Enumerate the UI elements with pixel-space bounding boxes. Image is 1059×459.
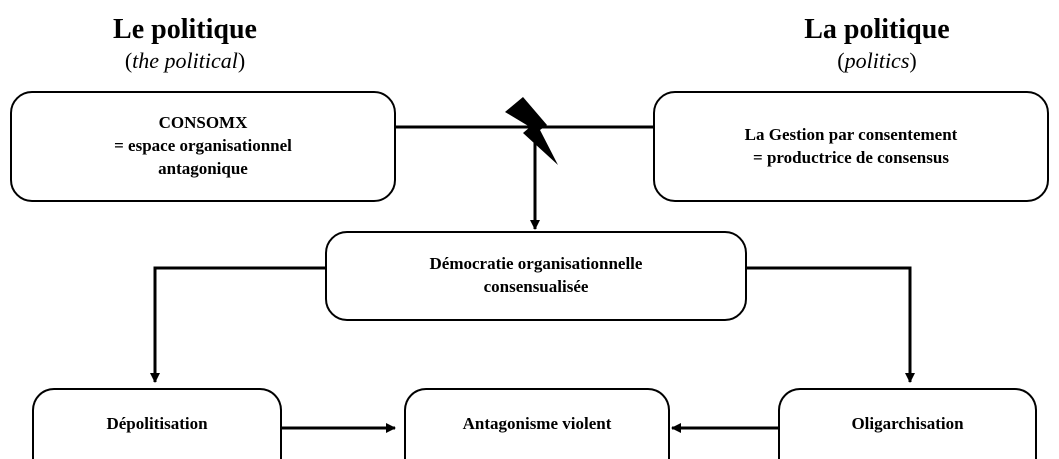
oligarchisation-label: Oligarchisation — [851, 414, 964, 434]
right-heading-title: La politique — [804, 14, 950, 45]
lightning-bolt-icon — [505, 97, 558, 165]
right-heading-english: politics — [844, 48, 910, 74]
gestion-box: La Gestion par consentement = productric… — [653, 91, 1049, 202]
antagonisme-label: Antagonisme violent — [462, 414, 612, 434]
depolitisation-label: Dépolitisation — [106, 414, 208, 434]
left-heading: Le politique (the political) — [80, 14, 290, 73]
consomx-line-3: antagonique — [158, 158, 248, 178]
consomx-line-1: CONSOMX — [158, 113, 248, 133]
gestion-line-2: = productrice de consensus — [753, 147, 949, 167]
democratie-box: Démocratie organisationnelle consensuali… — [325, 231, 747, 321]
gestion-line-1: La Gestion par consentement — [744, 124, 958, 144]
left-branch-arrow — [150, 266, 325, 383]
left-heading-subtitle: (the political) — [124, 48, 246, 74]
consomx-box: CONSOMX = espace organisationnel antagon… — [10, 91, 396, 202]
left-heading-title: Le politique — [113, 14, 257, 45]
democratie-line-2: consensualisée — [483, 277, 589, 296]
oligarchisation-box: Oligarchisation — [778, 388, 1037, 459]
right-heading: La politique (politics) — [772, 14, 982, 73]
right-heading-subtitle: (politics) — [837, 48, 917, 74]
depolitisation-box: Dépolitisation — [32, 388, 282, 459]
left-heading-english: the political — [132, 48, 238, 74]
right-branch-arrow — [747, 266, 915, 383]
consomx-line-2: = espace organisationnel — [114, 136, 292, 156]
democratie-line-1: Démocratie organisationnelle — [429, 254, 643, 274]
antagonisme-box: Antagonisme violent — [404, 388, 670, 459]
